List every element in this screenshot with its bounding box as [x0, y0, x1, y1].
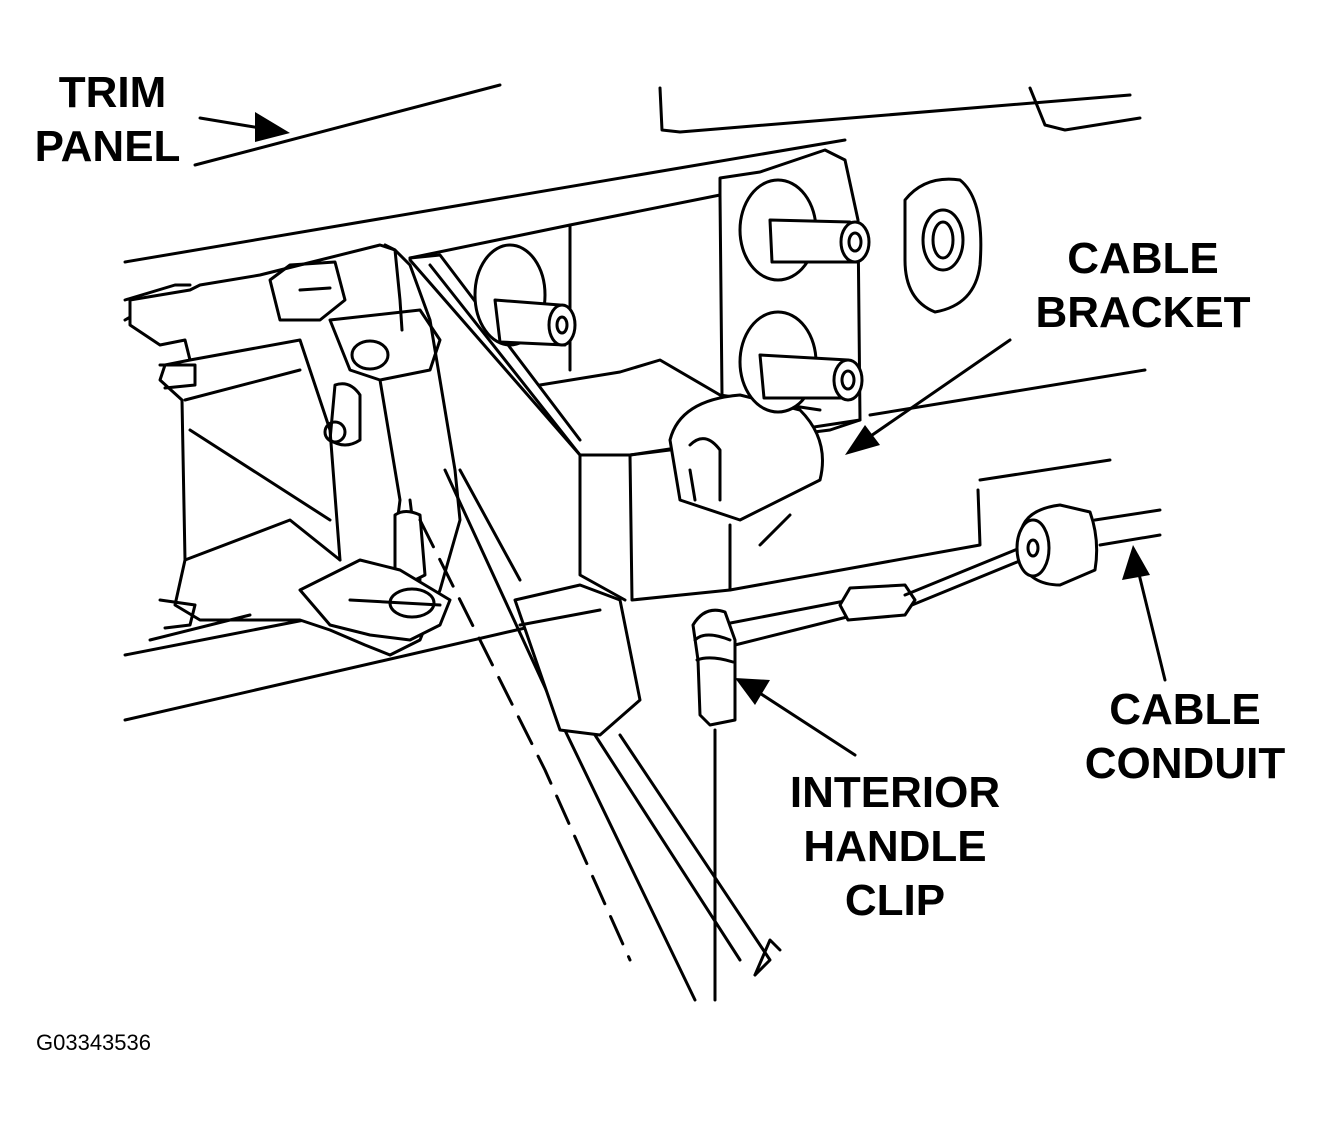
interior-handle-clip-label: INTERIOR HANDLE CLIP [780, 766, 1010, 928]
cable-conduit-drawing [691, 503, 1162, 1002]
cable-conduit-label: CABLE CONDUIT [1075, 683, 1295, 791]
cable-conduit-label-line2: CONDUIT [1084, 739, 1286, 788]
cable-bracket [408, 148, 983, 602]
figure-id: G03343536 [36, 1030, 151, 1055]
leader-arrows [198, 112, 1167, 757]
latch-mechanism [123, 243, 462, 657]
trim-panel-label-line1: TRIM [58, 68, 167, 117]
cable-bracket-label-line2: BRACKET [1035, 288, 1251, 337]
trim-panel-outline [123, 83, 1147, 722]
latch-rod [418, 468, 782, 1002]
trim-panel-label-line2: PANEL [34, 122, 181, 171]
interior-handle-clip-label-line2: HANDLE [803, 822, 987, 871]
interior-handle-clip-label-line3: CLIP [844, 876, 946, 925]
cable-bracket-label: CABLE BRACKET [1028, 232, 1258, 340]
cable-bracket-label-line1: CABLE [1067, 234, 1219, 283]
cable-conduit-label-line1: CABLE [1109, 685, 1261, 734]
trim-panel-label: TRIM PANEL [30, 66, 195, 174]
interior-handle-clip-label-line1: INTERIOR [789, 768, 1001, 817]
